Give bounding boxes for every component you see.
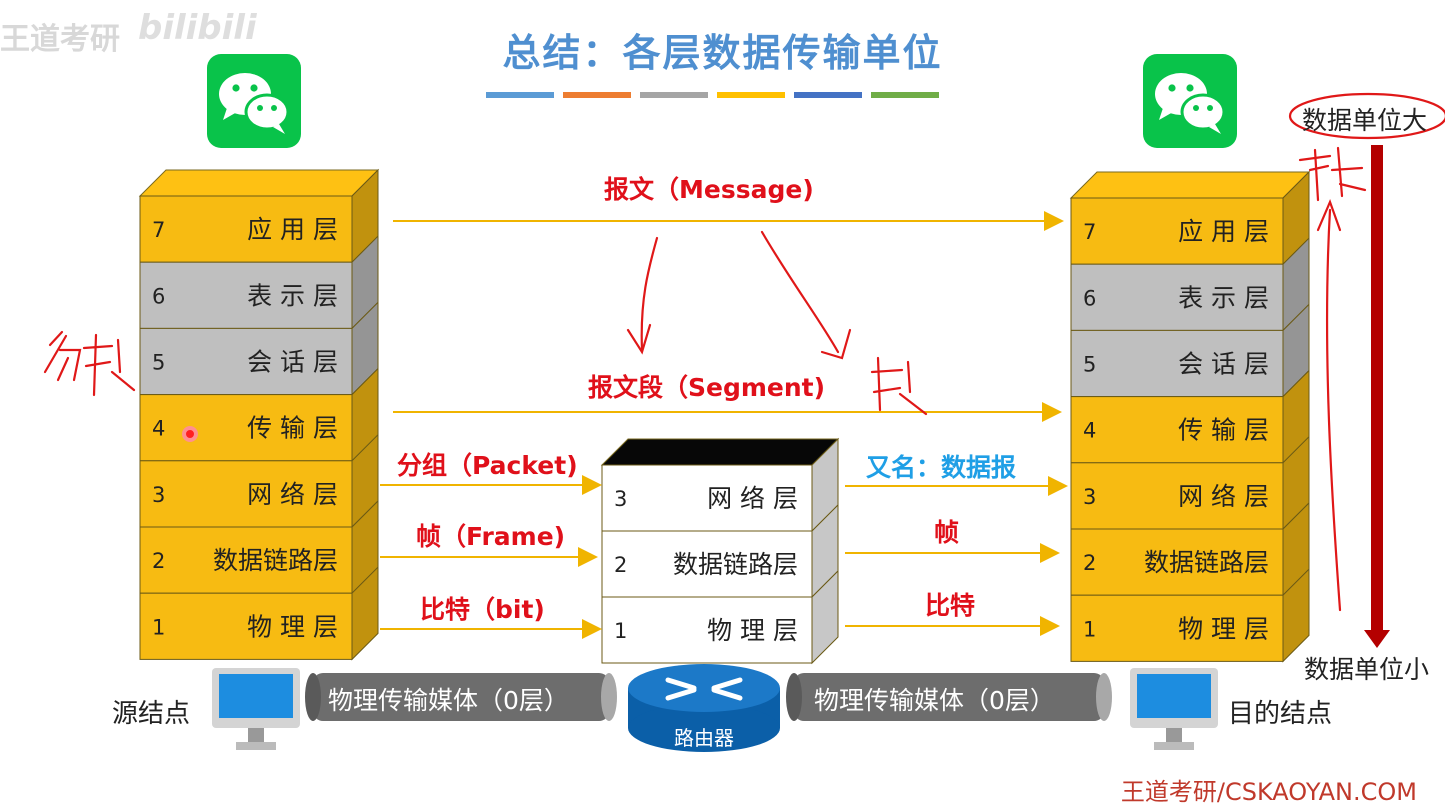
- layer-number: 6: [152, 284, 165, 308]
- layer-name: 应 用 层: [247, 215, 338, 244]
- layer-row: 7 应 用 层: [139, 168, 379, 264]
- layer-number: 3: [152, 483, 165, 507]
- unit-label-frame-short: 帧: [934, 518, 960, 547]
- layer-row: 1 物 理 层: [601, 569, 839, 665]
- layer-name: 网 络 层: [247, 480, 338, 509]
- layer-number: 3: [614, 487, 627, 511]
- layer-number: 2: [614, 553, 627, 577]
- footer-brand: 王道考研/CSKAOYAN.COM: [1120, 778, 1417, 806]
- layer-number: 5: [152, 351, 165, 375]
- layer-row: 4 传 输 层: [1070, 369, 1310, 465]
- layer-name: 表 示 层: [1178, 283, 1269, 312]
- layer-row: 1 物 理 层: [139, 565, 379, 661]
- layer-number: 3: [1083, 485, 1096, 509]
- unit-label-bit: 比特（bit): [420, 595, 545, 624]
- unit-label-packet: 分组（Packet): [397, 451, 578, 480]
- title-bar-segment: [794, 92, 862, 98]
- layer-row: 6 表 示 层: [1070, 236, 1310, 332]
- physical-medium-right-label: 物理传输媒体（0层）: [814, 686, 1055, 715]
- unit-label-bit-short: 比特: [925, 591, 976, 620]
- layer-name: 网 络 层: [707, 484, 798, 513]
- scale-top-label: 数据单位大: [1302, 106, 1428, 135]
- layer-name: 数据链路层: [213, 546, 338, 575]
- layer-name: 数据链路层: [673, 550, 798, 579]
- stack-top-face: [138, 169, 380, 197]
- stack-top-face: [1069, 171, 1311, 199]
- destination-node-label: 目的结点: [1228, 699, 1333, 729]
- router-protocol-stack: 3 网 络 层 2 数据链路层 1 物 理 层: [600, 437, 840, 665]
- title-bar-segment: [871, 92, 939, 98]
- unit-label-frame: 帧（Frame): [416, 522, 566, 551]
- layer-number: 1: [1083, 617, 1096, 641]
- layer-row: 1 物 理 层: [1070, 567, 1310, 663]
- layer-number: 1: [614, 619, 627, 643]
- layer-name: 物 理 层: [247, 612, 338, 641]
- watermark-left: 王道考研: [0, 22, 120, 57]
- layer-name: 物 理 层: [1178, 614, 1269, 643]
- layer-name: 应 用 层: [1178, 217, 1269, 246]
- layer-row: 2 数据链路层: [139, 499, 379, 595]
- layer-row: 3 网 络 层: [601, 437, 839, 533]
- layer-name: 会 话 层: [1178, 350, 1269, 379]
- layer-name: 物 理 层: [707, 616, 798, 645]
- layer-number: 4: [1083, 419, 1096, 443]
- router-icon: [628, 664, 780, 752]
- physical-medium-right: [786, 673, 1112, 721]
- unit-label-message: 报文（Message): [604, 175, 814, 204]
- computer-icon-source: [212, 668, 300, 750]
- layer-number: 1: [152, 615, 165, 639]
- source-node-label: 源结点: [112, 699, 191, 729]
- layer-name: 会 话 层: [247, 348, 338, 377]
- layer-row: 6 表 示 层: [139, 234, 379, 330]
- stack-top-face: [600, 438, 840, 466]
- layer-name: 传 输 层: [247, 414, 338, 443]
- unit-label-datagram: 又名：数据报: [866, 453, 1017, 482]
- laser-pointer-dot: [182, 426, 198, 442]
- layer-number: 2: [1083, 551, 1096, 575]
- layer-number: 6: [1083, 286, 1096, 310]
- router-label: 路由器: [674, 726, 734, 750]
- watermark-bilibili: bilibili: [138, 8, 257, 48]
- layer-row: 3 网 络 层: [139, 433, 379, 529]
- layer-row: 5 会 话 层: [1070, 303, 1310, 398]
- title-bar-segment: [717, 92, 785, 98]
- destination-protocol-stack: 7 应 用 层 6 表 示 层 5 会 话 层 4 传 输 层 3 网 络 层 2 数据链路层 1 物 理…: [1069, 170, 1311, 663]
- unit-size-scale-arrow: [1364, 145, 1390, 648]
- layer-name: 表 示 层: [247, 281, 338, 310]
- computer-icon-destination: [1130, 668, 1218, 750]
- title-bar-segment: [640, 92, 708, 98]
- physical-medium-left: [305, 673, 617, 721]
- physical-medium-left-label: 物理传输媒体（0层）: [328, 686, 569, 715]
- layer-number: 2: [152, 549, 165, 573]
- layer-name: 传 输 层: [1178, 416, 1269, 445]
- handwritten-annotations: [43, 92, 1445, 612]
- layer-number: 7: [152, 218, 165, 242]
- unit-label-segment: 报文段（Segment): [588, 373, 826, 402]
- scale-bottom-label: 数据单位小: [1304, 655, 1430, 684]
- title-bar-segment: [563, 92, 631, 98]
- layer-row: 3 网 络 层: [1070, 435, 1310, 531]
- layer-row: 2 数据链路层: [1070, 501, 1310, 597]
- wechat-icon-destination: [1143, 54, 1237, 148]
- layer-number: 7: [1083, 220, 1096, 244]
- layer-number: 5: [1083, 353, 1096, 377]
- layer-number: 4: [152, 417, 165, 441]
- wechat-icon-source: [207, 54, 301, 148]
- source-protocol-stack: 7 应 用 层 6 表 示 层 5 会 话 层 4 传 输 层 3 网 络 层 2 数据链路层 1 物 理…: [138, 168, 380, 661]
- layer-row: 2 数据链路层: [601, 503, 839, 599]
- layer-name: 数据链路层: [1144, 548, 1269, 577]
- page-title: 总结：各层数据传输单位: [502, 31, 943, 75]
- layer-row: 4 传 输 层: [139, 367, 379, 463]
- layer-name: 网 络 层: [1178, 482, 1269, 511]
- title-bar-segment: [486, 92, 554, 98]
